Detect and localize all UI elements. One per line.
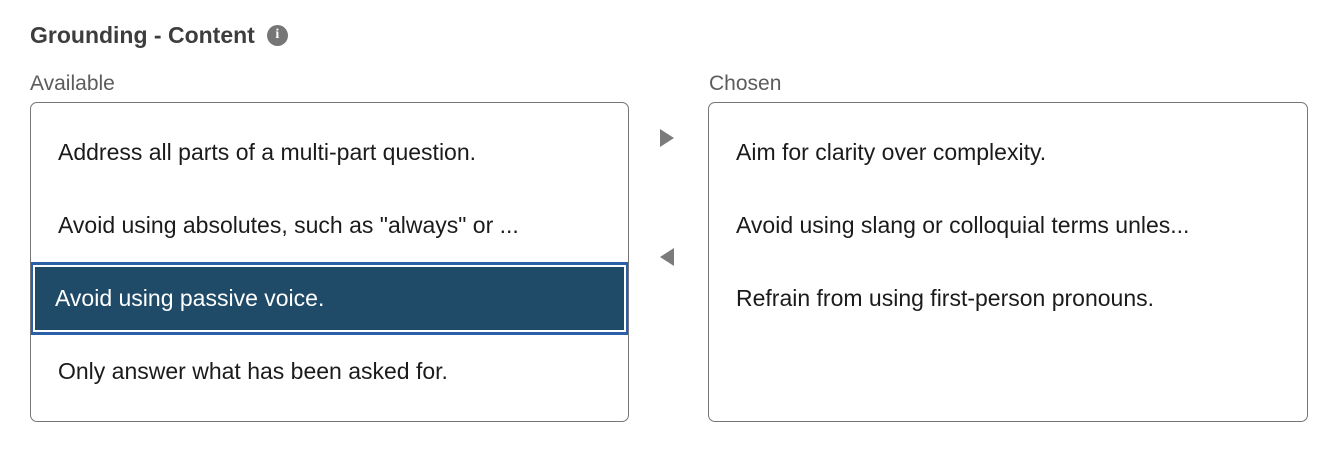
chosen-list-inner: Aim for clarity over complexity. Avoid us… — [709, 103, 1307, 335]
list-item-label: Only answer what has been asked for. — [58, 358, 448, 384]
available-listbox[interactable]: Address all parts of a multi-part questi… — [30, 102, 629, 422]
triangle-right-icon — [660, 129, 674, 147]
available-list-inner: Address all parts of a multi-part questi… — [31, 103, 628, 408]
info-icon[interactable]: i — [266, 24, 288, 46]
list-item[interactable]: Avoid using absolutes, such as "always" … — [31, 189, 628, 262]
list-item[interactable]: Refrain from using first-person pronouns… — [709, 262, 1307, 335]
chosen-list-label: Chosen — [709, 72, 782, 95]
chosen-listbox[interactable]: Aim for clarity over complexity. Avoid us… — [708, 102, 1308, 422]
triangle-left-icon — [660, 248, 674, 266]
list-item-label: Avoid using slang or colloquial terms un… — [736, 212, 1190, 238]
list-item-label: Avoid using absolutes, such as "always" … — [58, 212, 519, 238]
transfer-controls — [652, 102, 692, 422]
list-item-label: Refrain from using first-person pronouns… — [736, 285, 1155, 311]
list-item-label: Avoid using passive voice. — [55, 285, 325, 311]
list-item[interactable]: Aim for clarity over complexity. — [709, 116, 1307, 189]
list-item-label: Aim for clarity over complexity. — [736, 139, 1047, 165]
move-to-available-button[interactable] — [656, 245, 678, 269]
available-list-label: Available — [30, 72, 115, 95]
page-title: Grounding - Content — [30, 22, 255, 48]
list-item[interactable]: Avoid using slang or colloquial terms un… — [709, 189, 1307, 262]
move-to-chosen-button[interactable] — [656, 126, 678, 150]
list-item[interactable]: Only answer what has been asked for. — [31, 335, 628, 408]
section-header: Grounding - Content i — [30, 20, 288, 50]
list-item-label: Address all parts of a multi-part questi… — [58, 139, 477, 165]
list-item-selected[interactable]: Avoid using passive voice. — [31, 262, 628, 335]
list-item[interactable]: Address all parts of a multi-part questi… — [31, 116, 628, 189]
